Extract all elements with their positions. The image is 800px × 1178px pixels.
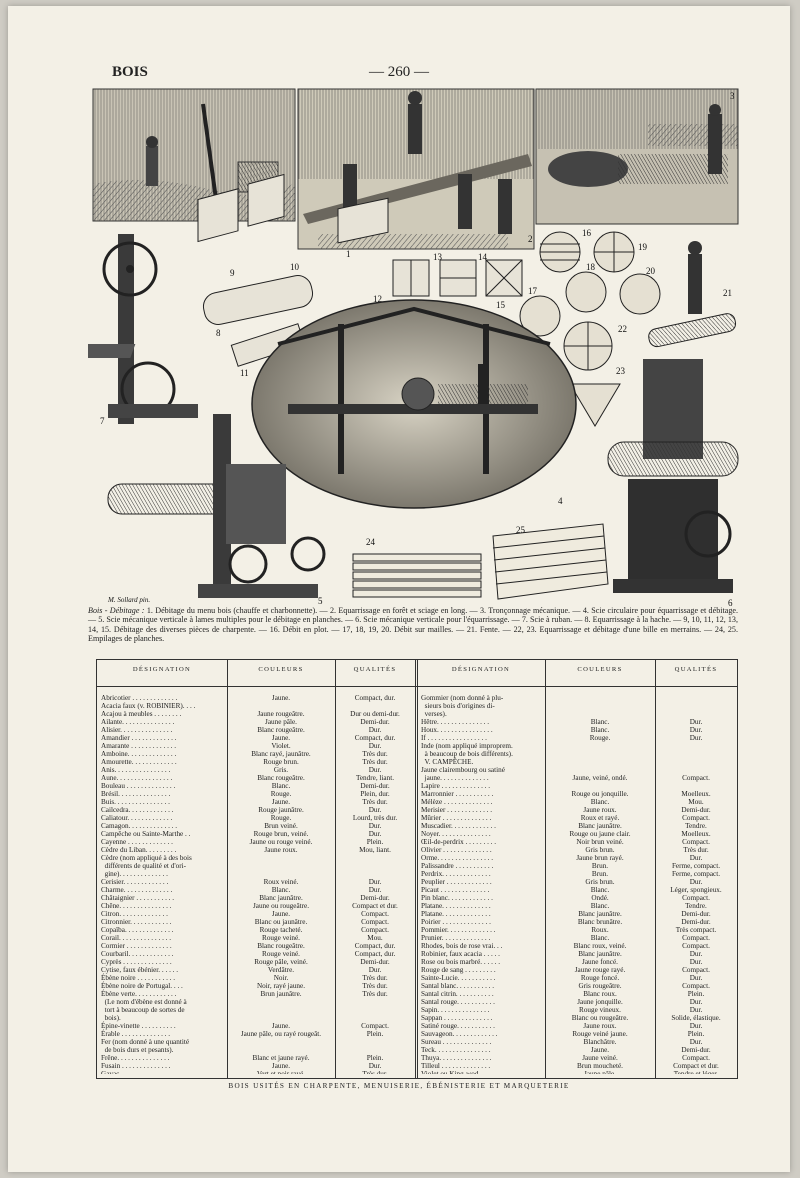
running-header-title: BOIS (112, 64, 148, 80)
header-designation-right: DÉSIGNATION (451, 666, 511, 673)
fig-num-23: 23 (616, 366, 626, 376)
header-couleurs-right: COULEURS (577, 666, 623, 673)
woodcut-plate: 1 2 3 4 5 6 7 8 9 10 11 12 13 14 15 16 1… (88, 88, 739, 608)
right-qualites-list: Dur. Dur. Dur. Compact. Moelleux. Mou. D… (670, 718, 722, 1074)
caption-text: 1. Débitage du menu bois (chauffe et cha… (88, 606, 738, 644)
fig-num-3: 3 (730, 91, 735, 101)
left-qualites-list: Compact, dur. Dur ou demi-dur. Demi-dur.… (350, 694, 400, 1074)
fig-num-25: 25 (516, 525, 526, 535)
left-designation-list: Abricotier . . . . . . . . . . . . . Aca… (101, 694, 196, 1074)
fig-num-14: 14 (478, 252, 488, 262)
column-divider (335, 660, 336, 1078)
scene-2-long-sawing (297, 88, 535, 250)
fig-num-10: 10 (290, 262, 300, 272)
page-number: — 260 — (369, 64, 429, 80)
table-footer-title: BOIS USITÉS EN CHARPENTE, MENUISERIE, ÉB… (228, 1082, 570, 1090)
fig-num-8: 8 (216, 328, 221, 338)
fig-6-vertical-saw (607, 359, 739, 593)
fig-num-5: 5 (318, 596, 323, 606)
fig-num-13: 13 (433, 252, 443, 262)
left-couleurs-list: Jaune. Jaune rougeâtre. Jaune pâle. Blan… (240, 694, 322, 1074)
fig-num-12: 12 (373, 294, 382, 304)
header-qualites-right: QUALITÉS (674, 666, 718, 673)
figs-8-12-timber-pieces (197, 173, 389, 367)
fig-num-7: 7 (100, 416, 105, 426)
fig-num-11: 11 (240, 368, 249, 378)
encyclopedia-page: BOIS — 260 — (8, 6, 790, 1172)
header-qualites-left: QUALITÉS (353, 666, 397, 673)
fig-num-1: 1 (346, 249, 351, 259)
header-designation-left: DÉSIGNATION (132, 666, 192, 673)
fig-5-multi-blade-saw (107, 414, 326, 598)
fig-num-19: 19 (638, 242, 648, 252)
column-divider (227, 660, 228, 1078)
column-divider (545, 660, 546, 1078)
fig-num-2: 2 (528, 234, 533, 244)
figs-16-20-log-sections (519, 231, 661, 427)
artist-signature: M. Sollard pin. (107, 596, 150, 604)
fig-num-22: 22 (618, 324, 627, 334)
fig-num-17: 17 (528, 286, 538, 296)
column-divider (655, 660, 656, 1078)
fig-24-plank-stack (352, 553, 482, 598)
caption-title: Bois - Débitage : (88, 606, 145, 615)
right-couleurs-list: Blanc. Blanc. Rouge. Jaune, veiné, ondé.… (569, 718, 631, 1074)
center-divider (415, 660, 418, 1078)
fig-num-6: 6 (728, 598, 733, 608)
fig-num-24: 24 (366, 537, 376, 547)
wood-table: DÉSIGNATION COULEURS QUALITÉS DÉSIGNATIO… (96, 659, 738, 1079)
fig-num-15: 15 (496, 300, 506, 310)
fig-num-4: 4 (558, 496, 563, 506)
scene-3-mechanical-crosscut (535, 88, 739, 225)
plate-caption: Bois - Débitage : 1. Débitage du menu bo… (88, 606, 738, 644)
fig-num-9: 9 (230, 268, 235, 278)
fig-21-splitting (648, 241, 737, 348)
fig-num-21: 21 (723, 288, 732, 298)
fig-7-band-saw (88, 234, 198, 424)
figs-13-15-sections (392, 259, 523, 297)
fig-num-16: 16 (582, 228, 592, 238)
fig-25-crossed-stack (492, 523, 609, 600)
fig-num-18: 18 (586, 262, 596, 272)
fig-num-20: 20 (646, 266, 656, 276)
fig-4-sawmill-scene (251, 299, 577, 509)
right-designation-list: Gommier (nom donné à plu- sieurs bois d'… (421, 694, 513, 1074)
header-couleurs-left: COULEURS (258, 666, 304, 673)
